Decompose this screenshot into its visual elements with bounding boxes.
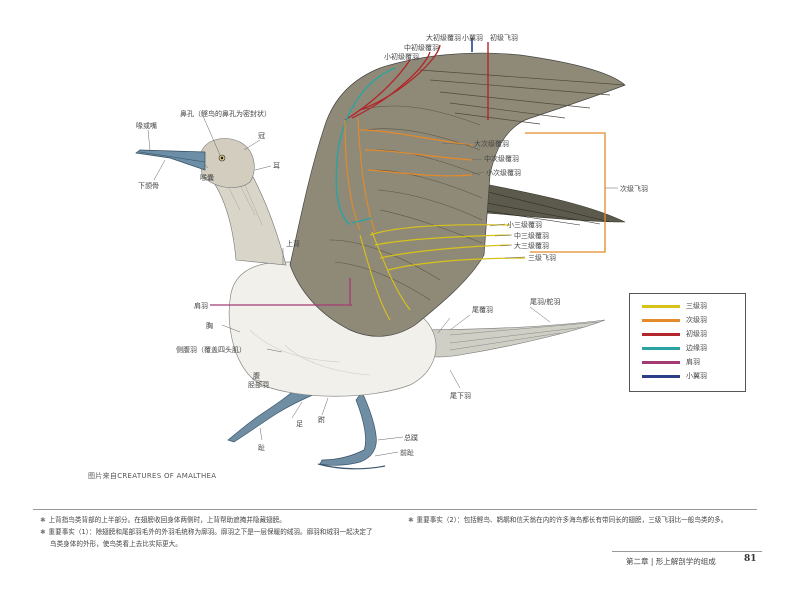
leg-front: [319, 391, 377, 466]
tract-greater-primary-coverts: [359, 44, 441, 111]
label-lesser-secondary-coverts: 小次级覆羽: [486, 168, 521, 177]
image-credit: 图片来自CREATURES OF AMALTHEA: [88, 472, 217, 480]
tract-marginal: [335, 67, 396, 226]
legend-label: 肩羽: [686, 358, 700, 366]
label-foot: 足: [296, 420, 303, 428]
legend-swatch: [642, 347, 680, 350]
label-lesser-primary-coverts: 小初级覆羽: [384, 52, 419, 61]
label-thigh: 胫部羽: [248, 380, 269, 389]
legend-label: 次级羽: [686, 316, 707, 324]
legend-swatch: [642, 375, 680, 378]
label-beak: 喙或嘴: [136, 121, 157, 130]
near-wing: [289, 52, 626, 337]
note-text: 鸟类身体的外形，使鸟类看上去比实际更大。: [50, 540, 182, 548]
label-flank: 侧腹羽（覆盖四头肌）: [176, 345, 246, 354]
legend-label: 三级羽: [686, 302, 707, 310]
label-primaries: 初级飞羽: [490, 33, 518, 42]
label-alula: 小翼羽: [462, 33, 483, 42]
label-greater-primary-coverts: 大初级覆羽: [426, 33, 461, 42]
label-undertail-coverts: 尾下羽: [450, 392, 471, 400]
label-lesser-tertial-coverts: 小三级覆羽: [507, 220, 542, 229]
legend-item: 初级羽: [630, 328, 745, 340]
bullet-star-icon: ✱: [408, 516, 414, 524]
note-upper-back: ✱上背指鸟类背部的上半部分。在翅膀收回身体两侧时，上背帮助遮掩并隐藏翅膀。: [40, 515, 400, 526]
feather-legend: 三级羽 次级羽 初级羽 边缘羽 肩羽 小翼羽: [629, 293, 746, 392]
note-fact-2: ✱重要事实（2）：包括鲣鸟、鹈鹕和信天翁在内的许多海鸟都长有带同长的翅膀，三级飞…: [408, 515, 758, 526]
label-ear: 耳: [273, 162, 280, 170]
legend-item: 边缘羽: [630, 342, 745, 354]
beak: [135, 149, 206, 171]
legend-label: 边缘羽: [686, 344, 707, 352]
divider: [33, 509, 757, 510]
legend-item: 次级羽: [630, 314, 745, 326]
tract-scapulars: [210, 278, 352, 306]
label-nostril: 鼻孔（鲣鸟的鼻孔为密封状）: [180, 109, 271, 118]
label-upper-back: 上背: [286, 239, 300, 248]
legend-label: 小翼羽: [686, 372, 707, 380]
footer-divider: [612, 551, 762, 552]
label-median-secondary-coverts: 中次级覆羽: [484, 154, 519, 163]
label-toe: 前趾: [400, 448, 414, 457]
page-number: 81: [744, 554, 757, 564]
label-chest: 胸: [206, 321, 213, 330]
label-throat: 喉囊: [200, 173, 214, 182]
tract-tertials: [369, 224, 526, 271]
label-tertials: 三级飞羽: [528, 253, 556, 262]
tract-lesser-primary-coverts: [344, 59, 411, 121]
leg-back: [227, 384, 321, 443]
label-greater-secondary-coverts: 大次级覆羽: [474, 139, 509, 148]
legend-swatch: [642, 305, 680, 308]
chapter-title: 第二章 | 形上解剖学的组成: [626, 557, 716, 566]
bullet-star-icon: ✱: [40, 528, 46, 536]
label-tail: 尾羽/舵羽: [530, 297, 560, 306]
label-secondaries: 次级飞羽: [620, 184, 648, 193]
label-median-primary-coverts: 中初级覆羽: [404, 43, 439, 52]
label-uppertail-coverts: 尾覆羽: [472, 306, 493, 314]
tract-secondaries-bracket: [525, 132, 606, 253]
label-web-foot: 总蹼: [404, 433, 418, 442]
note-fact-1: ✱重要事实（1）：除翅膀和尾部羽毛外的外羽毛统称为廓羽。廓羽之下是一层保暖的绒羽…: [40, 527, 400, 538]
note-text: 上背指鸟类背部的上半部分。在翅膀收回身体两侧时，上背帮助遮掩并隐藏翅膀。: [48, 516, 286, 524]
note-fact-1-cont: 鸟类身体的外形，使鸟类看上去比实际更大。: [50, 539, 400, 550]
legend-item: 肩羽: [630, 356, 745, 368]
tract-median-primary-coverts: [351, 51, 431, 119]
label-tarsus: 跗: [318, 415, 325, 424]
bullet-star-icon: ✱: [40, 516, 46, 524]
label-crown: 冠: [258, 132, 265, 140]
legend-item: 三级羽: [630, 300, 745, 312]
label-belly: 腹: [253, 371, 260, 380]
label-scapulars: 肩羽: [194, 301, 208, 310]
legend-swatch: [642, 333, 680, 336]
label-greater-tertial-coverts: 大三级覆羽: [514, 241, 549, 250]
label-median-tertial-coverts: 中三级覆羽: [514, 231, 549, 240]
label-hind-toe: 趾: [258, 443, 265, 452]
legend-swatch: [642, 361, 680, 364]
note-text: 重要事实（1）：除翅膀和尾部羽毛外的外羽毛统称为廓羽。廓羽之下是一层保暖的绒羽。…: [48, 528, 373, 536]
note-text: 重要事实（2）：包括鲣鸟、鹈鹕和信天翁在内的许多海鸟都长有带同长的翅膀，三级飞羽…: [416, 516, 728, 524]
head: [199, 138, 255, 188]
legend-item: 小翼羽: [630, 370, 745, 382]
label-lower-mandible: 下颌骨: [138, 181, 159, 190]
legend-swatch: [642, 319, 680, 322]
legend-label: 初级羽: [686, 330, 707, 338]
